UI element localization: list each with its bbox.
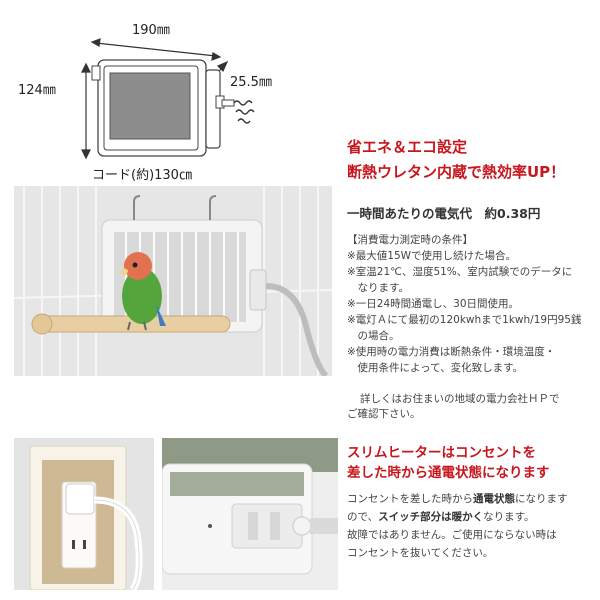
condition-item: なります。 — [347, 282, 409, 294]
outlet-paragraph-line: コンセントを抜いてください。 — [347, 547, 494, 559]
eco-heading: 省エネ＆エコ設定 — [347, 138, 468, 156]
heater-outline — [91, 59, 255, 157]
condition-item: ※室温21℃、湿度51%、室内試験でのデータに — [347, 266, 573, 278]
note-line: 詳しくはお住まいの地域の電力会社ＨＰで — [360, 393, 560, 405]
note-line: ご確認下さい。 — [347, 408, 421, 420]
para-text: なります。 — [483, 511, 535, 523]
para-bold: 通電状態 — [473, 493, 515, 505]
cord-length-label: コード(約)130㎝ — [92, 168, 192, 183]
height-arrow — [81, 62, 91, 160]
cage-heater-photo — [14, 186, 332, 376]
insulation-heading: 断熱ウレタン内蔵で熱効率UP！ — [347, 163, 566, 181]
conditions-title: 【消費電力測定時の条件】 — [347, 234, 473, 246]
outlet-plug-photo — [14, 438, 154, 590]
condition-item: ※電灯Ａにて最初の120kwhまで1kwh/19円95銭 — [347, 314, 582, 326]
outlet-paragraph-line: 故障ではありません。ご使用にならない時は — [347, 529, 557, 541]
condition-item: 使用条件によって、変化致します。 — [347, 362, 524, 374]
heater-dimension-diagram: 190㎜ 124㎜ 25.5㎜ — [18, 23, 272, 160]
width-label: 190㎜ — [132, 23, 170, 38]
para-text: ので、 — [347, 511, 379, 523]
width-arrow — [90, 38, 222, 61]
outlet-heading: スリムヒーターはコンセントを — [347, 445, 536, 461]
condition-item: ※一日24時間通電し、30日間使用。 — [347, 298, 520, 310]
condition-item: ※使用時の電力消費は断熱条件・環境温度・ — [347, 346, 556, 358]
para-text: コンセントを差した時から — [347, 493, 473, 505]
para-bold: スイッチ部分は暖かく — [378, 511, 484, 523]
condition-item: ※最大値15Wで使用し続けた場合。 — [347, 250, 517, 262]
depth-label: 25.5㎜ — [230, 75, 272, 90]
height-label: 124㎜ — [18, 83, 56, 98]
outlet-paragraph-line: コンセントを差した時から通電状態になります — [347, 491, 568, 506]
electricity-cost-line: 一時間あたりの電気代 約0.38円 — [347, 206, 541, 221]
outlet-heading-line2: 差した時から通電状態になります — [347, 465, 550, 481]
outlet-paragraph-line: ので、スイッチ部分は暖かくなります。 — [347, 509, 535, 524]
para-text: になります — [515, 493, 568, 505]
condition-item: の場合。 — [347, 330, 400, 342]
heater-switch-photo — [162, 438, 338, 590]
